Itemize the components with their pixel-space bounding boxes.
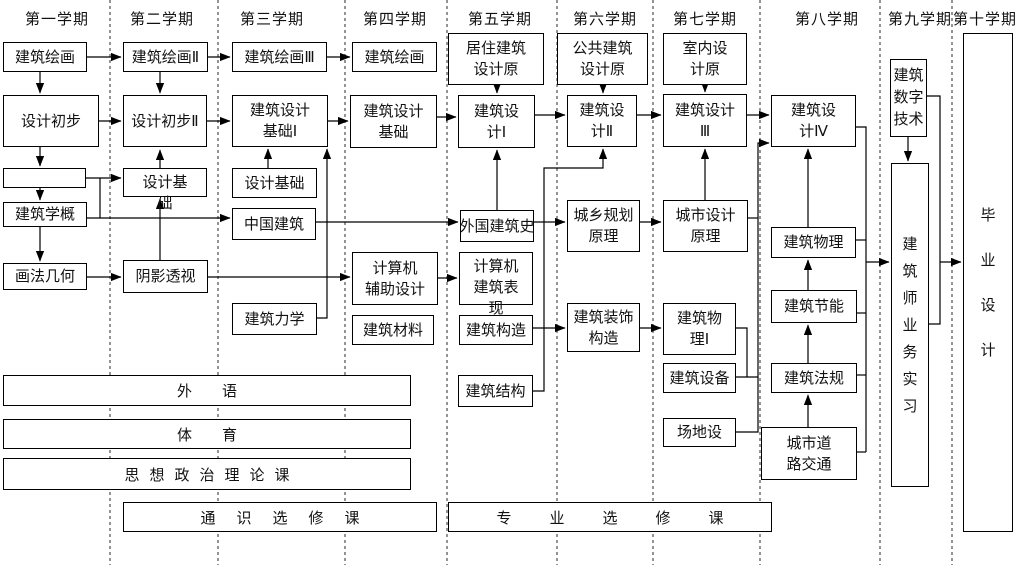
course-box: 场地设	[663, 418, 736, 447]
semester-header: 第五学期	[468, 11, 533, 28]
course-box: 建筑法规	[771, 363, 857, 393]
course-box: 建筑学概	[3, 202, 87, 227]
category-bar-label: 专业选修课	[496, 509, 762, 527]
course-box: 建筑设计 基础Ⅰ	[232, 95, 328, 147]
course-box: 居住建筑 设计原	[448, 33, 544, 85]
course-box: 建 筑 师 业 务 实 习	[891, 163, 929, 487]
course-box: 建筑结构	[458, 375, 533, 407]
category-bar: 思想政治理论课	[3, 458, 411, 490]
semester-header: 第八学期	[795, 11, 860, 28]
category-bar-label: 通识选修课	[200, 509, 381, 527]
course-box: 计算机 辅助设计	[352, 252, 438, 305]
course-box: 建筑绘画	[3, 42, 87, 72]
course-box: 建筑节能	[771, 290, 857, 323]
course-box-empty	[3, 168, 86, 188]
course-box: 建筑物理	[771, 227, 856, 258]
semester-header: 第三学期	[240, 11, 305, 28]
course-box: 建筑设备	[663, 363, 736, 393]
category-bar-label: 外语	[176, 383, 267, 400]
semester-header: 第九学期	[888, 11, 953, 28]
course-box: 外国建筑史	[460, 210, 535, 242]
course-box: 画法几何	[3, 263, 87, 290]
course-box: 建筑物 理Ⅰ	[663, 303, 736, 355]
course-box: 建筑装饰 构造	[567, 303, 640, 352]
course-box: 室内设 计原	[663, 33, 747, 85]
semester-header: 第二学期	[130, 11, 195, 28]
course-box: 城市道 路交通	[761, 427, 857, 480]
course-box: 城市设计 原理	[663, 200, 748, 252]
course-box: 建筑设计 基础	[350, 95, 437, 148]
course-box: 建筑 数字 技术	[890, 59, 927, 137]
semester-header: 第七学期	[673, 11, 738, 28]
semester-header: 第六学期	[573, 11, 638, 28]
course-box: 建筑设计 Ⅲ	[663, 94, 747, 147]
course-box: 建筑设 计Ⅳ	[771, 95, 856, 147]
course-box: 设计初步Ⅱ	[123, 95, 207, 147]
course-box: 设计初步	[3, 95, 99, 147]
course-box: 建筑构造	[459, 315, 533, 345]
course-box: 建筑绘画	[352, 42, 437, 72]
category-bar: 外语	[3, 375, 411, 406]
semester-header: 第十学期	[953, 11, 1018, 28]
course-box: 建筑材料	[352, 315, 434, 345]
category-bar-label: 思想政治理论课	[124, 466, 300, 484]
category-bar: 通识选修课	[123, 502, 437, 532]
category-bar: 专业选修课	[448, 502, 772, 532]
category-bar-label: 体育	[176, 426, 267, 444]
category-bar: 体育	[3, 419, 411, 449]
course-box: 设计基础	[232, 168, 317, 198]
course-box: 建筑绘画Ⅱ	[123, 42, 208, 72]
course-box: 毕 业 设 计	[963, 33, 1013, 532]
course-box: 建筑力学	[232, 303, 317, 335]
course-box: 设计基 础	[123, 168, 207, 212]
course-box: 公共建筑 设计原	[557, 33, 648, 85]
course-box: 建筑设 计Ⅰ	[458, 95, 535, 148]
course-box: 城乡规划 原理	[567, 200, 640, 252]
course-box: 建筑绘画Ⅲ	[232, 42, 327, 72]
course-box: 建筑设 计Ⅱ	[567, 95, 637, 147]
course-box: 阴影透视	[123, 260, 208, 293]
semester-header: 第四学期	[363, 11, 428, 28]
course-box: 计算机 建筑表 现	[459, 252, 533, 317]
semester-header: 第一学期	[25, 11, 90, 28]
course-connectors	[35, 52, 962, 453]
course-box: 中国建筑	[232, 208, 316, 240]
